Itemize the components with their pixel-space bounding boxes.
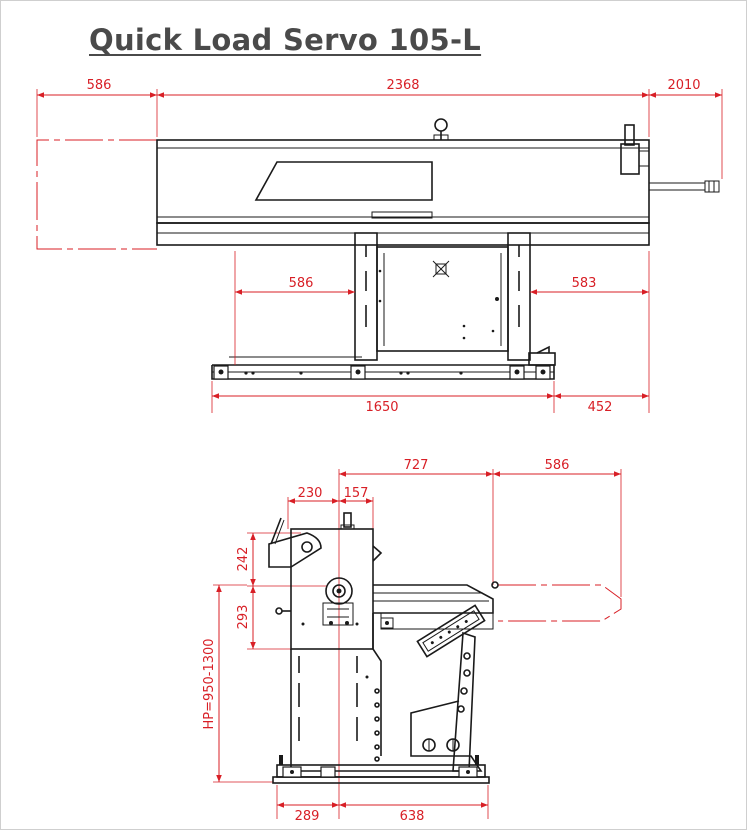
dim-2010: 2010 <box>667 78 700 93</box>
dim-157: 157 <box>344 486 369 501</box>
dim-230: 230 <box>298 486 323 501</box>
dim-727: 727 <box>404 458 429 473</box>
dim-586-top-left: 586 <box>87 78 112 93</box>
dim-586-side: 586 <box>545 458 570 473</box>
dim-289: 289 <box>295 809 320 824</box>
top-view <box>36 89 723 413</box>
dim-2368: 2368 <box>386 78 419 93</box>
dim-583: 583 <box>572 276 597 291</box>
dim-293: 293 <box>236 605 251 630</box>
dim-452: 452 <box>588 400 613 415</box>
dim-1650: 1650 <box>365 400 398 415</box>
side-view <box>213 469 622 819</box>
dim-hp-range: HP=950-1300 <box>202 638 217 729</box>
drawing-title: Quick Load Servo 105-L <box>89 23 482 57</box>
dim-242: 242 <box>236 547 251 572</box>
dim-638: 638 <box>400 809 425 824</box>
dim-586-mid: 586 <box>289 276 314 291</box>
